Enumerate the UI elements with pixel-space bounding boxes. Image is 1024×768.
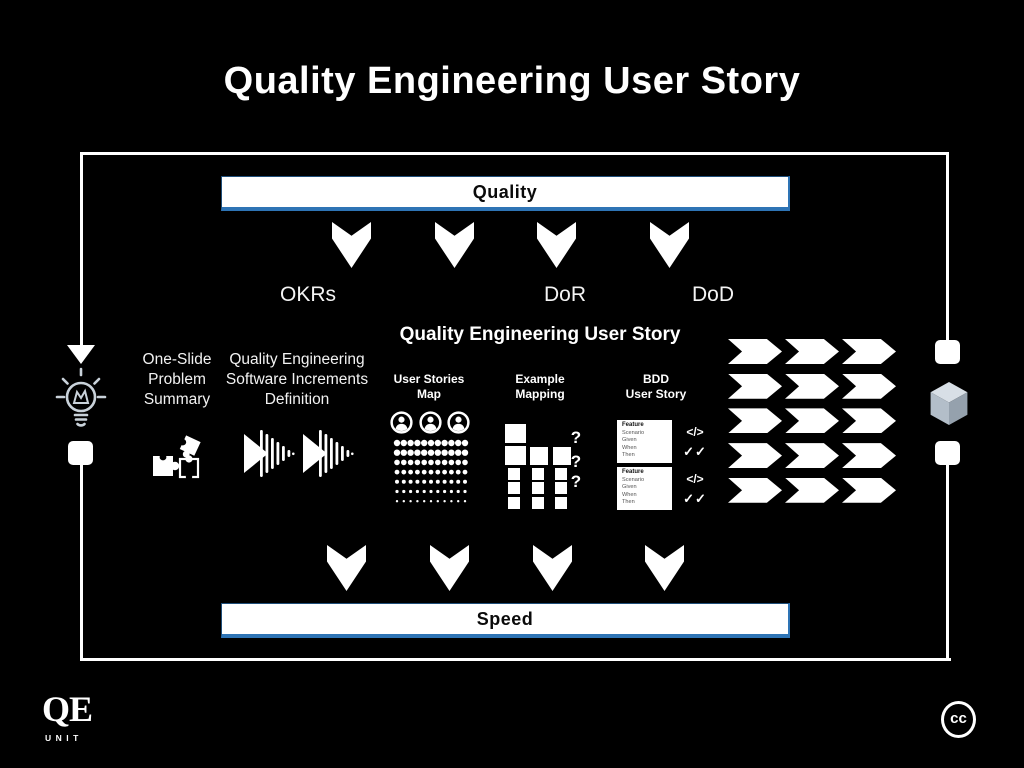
header-line: BDD [643, 372, 669, 386]
question-mark: ? [570, 452, 582, 471]
card-line: Feature [622, 469, 644, 475]
card-line: Scenario [622, 476, 645, 483]
label-line: Quality Engineering [229, 351, 365, 368]
chevron-down-icon [332, 222, 371, 268]
bdd-user-story-card: Feature Scenario Given When Then [617, 467, 672, 510]
checkmarks-icon: ✓✓ [683, 444, 707, 459]
speed-bar-label: Speed [476, 608, 534, 629]
puzzle-icon [153, 435, 201, 481]
frame-right-line-upper [946, 152, 949, 341]
qe-unit-logo: QE [42, 689, 93, 729]
frame-right-node-bottom [935, 441, 960, 465]
chevron-right-icon [785, 477, 839, 503]
chevron-right-icon [728, 373, 782, 399]
qe-unit-logo-subtext: UNIT [45, 733, 83, 743]
column-header-bdd-user-story: BDD User Story [620, 372, 692, 402]
column-header-user-stories-map: User Stories Map [391, 372, 467, 402]
chevron-right-icon [842, 408, 896, 434]
label-line: Software Increments [225, 371, 369, 388]
label-okrs: OKRs [279, 283, 336, 306]
header-line: Example [515, 372, 565, 386]
chevron-right-icon [728, 443, 782, 469]
delivery-chevron-grid [728, 339, 900, 504]
chevron-right-icon [842, 373, 896, 399]
frame-bottom-line [80, 658, 951, 661]
fast-forward-icon [244, 430, 295, 477]
code-icon: </> [686, 425, 704, 439]
question-mark: ? [570, 428, 582, 447]
bdd-user-story-card: Feature Scenario Given When Then [617, 420, 672, 463]
chevron-right-icon [842, 443, 896, 469]
chevron-right-icon [728, 339, 782, 364]
chevron-down-icon [430, 545, 469, 591]
header-line: Mapping [515, 387, 565, 401]
card-line: Feature [622, 422, 644, 428]
label-line: Problem [148, 371, 206, 388]
chevron-right-icon [842, 339, 896, 364]
story-map-dots-icon [393, 439, 469, 503]
cube-icon [930, 382, 968, 425]
center-heading: Quality Engineering User Story [399, 324, 681, 345]
quality-bar-label: Quality [472, 181, 538, 202]
label-dor: DoR [543, 283, 586, 306]
chevron-down-icon [537, 222, 576, 268]
card-line: Then [622, 499, 635, 506]
page-title: Quality Engineering User Story [223, 60, 801, 102]
header-line: User Stories [393, 372, 465, 386]
chevron-right-icon [728, 408, 782, 434]
user-icon [390, 411, 413, 434]
software-increments-label: Quality Engineering Software Increments … [222, 350, 372, 410]
quality-bar: Quality [221, 176, 790, 211]
chevron-down-icon [327, 545, 366, 591]
chevron-right-icon [785, 373, 839, 399]
header-line: User Story [625, 387, 687, 401]
lightbulb-icon [55, 367, 107, 427]
card-line: Scenario [622, 429, 645, 436]
label-dod: DoD [691, 283, 734, 306]
frame-right-node-top [935, 340, 960, 364]
card-line: Given [622, 437, 637, 444]
card-line: Given [622, 484, 637, 491]
chevron-right-icon [785, 408, 839, 434]
column-header-example-mapping: Example Mapping [505, 372, 575, 402]
fast-forward-icon [303, 430, 354, 477]
frame-left-line-upper [80, 152, 83, 345]
question-mark: ? [570, 472, 582, 491]
card-line: Then [622, 452, 635, 459]
label-line: Summary [143, 391, 211, 408]
label-line: One-Slide [142, 351, 212, 368]
chevron-right-icon [785, 339, 839, 364]
chevron-right-icon [728, 477, 782, 503]
label-line: Definition [264, 391, 330, 408]
example-mapping-squares-icon [505, 424, 571, 509]
card-line: When [622, 491, 637, 498]
code-icon: </> [686, 472, 704, 486]
chevron-down-icon [435, 222, 474, 268]
checkmarks-icon: ✓✓ [683, 491, 707, 506]
header-line: Map [417, 387, 441, 401]
one-slide-problem-summary-label: One-Slide Problem Summary [127, 350, 227, 410]
chevron-down-icon [533, 545, 572, 591]
speed-bar: Speed [221, 603, 790, 638]
frame-left-line-lower [80, 465, 83, 658]
chevron-down-icon [650, 222, 689, 268]
frame-left-node [68, 441, 93, 465]
chevron-right-icon [785, 443, 839, 469]
user-icon [447, 411, 470, 434]
creative-commons-icon: cc [941, 701, 976, 738]
user-icon [419, 411, 442, 434]
frame-top-line [80, 152, 949, 155]
chevron-down-icon [645, 545, 684, 591]
frame-right-line-lower [946, 465, 949, 658]
chevron-right-icon [842, 477, 896, 503]
card-line: When [622, 444, 637, 451]
